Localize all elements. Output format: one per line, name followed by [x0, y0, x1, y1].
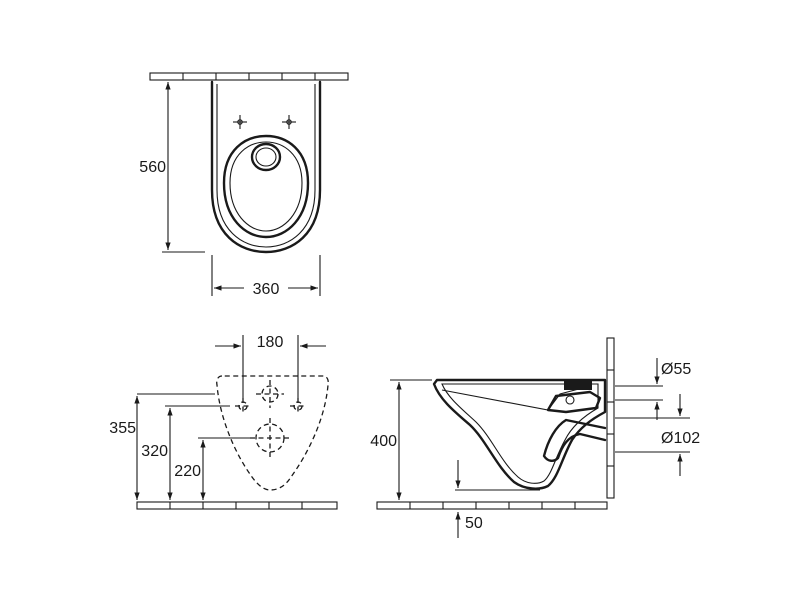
- rear-view: 180 355 320 220: [109, 334, 338, 510]
- side-view-wall: [606, 337, 615, 499]
- side-view-inlet-diameter-label: Ø55: [661, 361, 691, 378]
- rear-view-height-outlet-label: 220: [174, 463, 201, 480]
- rear-view-bowl-outline: [216, 375, 329, 491]
- side-view-outlet-diameter-dimension: Ø102: [615, 394, 700, 476]
- side-view-inlet-diameter-dimension: Ø55: [615, 358, 691, 420]
- side-view-inlet: [546, 380, 602, 414]
- side-view-waste-trap: [542, 418, 607, 462]
- top-view: 560 360: [139, 72, 349, 298]
- rear-view-fixing-left: [235, 398, 251, 414]
- rear-view-fixing-right: [290, 398, 306, 414]
- side-view-bowl-outline: [432, 378, 607, 490]
- side-view-outlet-offset-dimension: 50: [455, 460, 540, 538]
- rear-view-bolt-spacing-label: 180: [257, 334, 284, 351]
- top-view-fixing-point-right: [282, 115, 296, 129]
- rear-view-height-top-dimension: 355: [109, 393, 215, 500]
- top-view-depth-dimension: 560: [139, 79, 205, 253]
- rear-view-bolt-spacing-dimension: 180: [215, 334, 326, 398]
- top-view-bowl-inner: [216, 84, 316, 248]
- top-view-flush-hole: [250, 142, 282, 172]
- side-view-bowl-inner: [441, 383, 599, 484]
- top-view-width-dimension: 360: [211, 255, 321, 298]
- rear-view-outlet: [250, 418, 290, 458]
- rear-view-height-outlet-dimension: 220: [174, 437, 250, 500]
- side-view-outlet-diameter-label: Ø102: [661, 430, 700, 447]
- top-view-depth-label: 560: [139, 159, 166, 176]
- top-view-seat-opening: [222, 134, 310, 239]
- side-view-outlet-offset-label: 50: [465, 515, 483, 532]
- side-view: 400 50 Ø55 Ø102: [370, 337, 700, 538]
- top-view-fixing-point-left: [233, 115, 247, 129]
- rear-view-floor: [136, 501, 338, 510]
- top-view-width-label: 360: [253, 281, 280, 298]
- side-view-rim-height-dimension: 400: [370, 379, 432, 500]
- top-view-wall: [149, 72, 349, 81]
- side-view-floor: [376, 501, 608, 510]
- side-view-rim-height-label: 400: [370, 433, 397, 450]
- top-view-seat-inner: [229, 141, 303, 232]
- top-view-bowl-outline: [210, 80, 322, 254]
- rear-view-fixing-points: [235, 380, 306, 458]
- rear-view-height-fixing-label: 320: [141, 443, 168, 460]
- rear-view-inlet: [256, 380, 284, 408]
- rear-view-height-top-label: 355: [109, 420, 136, 437]
- rear-view-height-fixing-dimension: 320: [141, 405, 230, 500]
